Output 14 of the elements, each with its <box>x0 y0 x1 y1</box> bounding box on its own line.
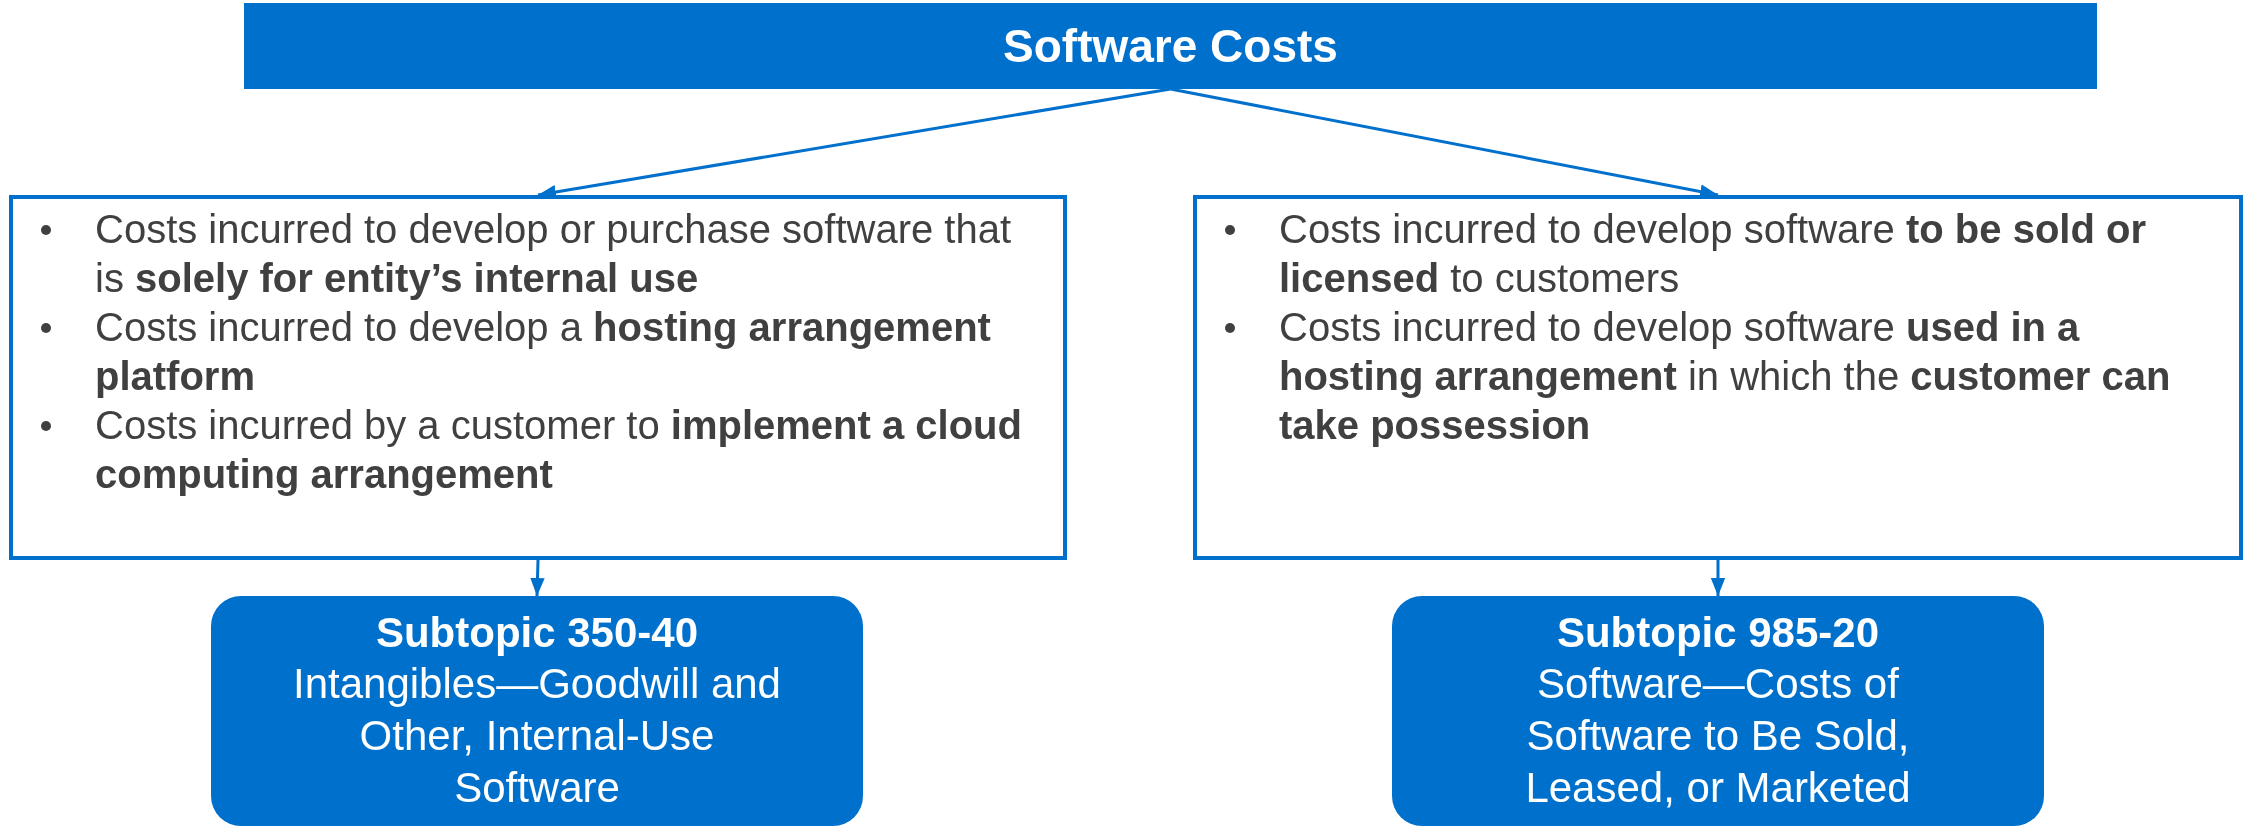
title-banner <box>244 3 2097 89</box>
subtopic-heading: Subtopic 350-40 <box>375 608 699 658</box>
bullet-item: Costs incurred by a customer to implement a cloud computing arrangement <box>95 403 1022 496</box>
bullet-list-box <box>9 195 1067 560</box>
bullet-list-box <box>1193 195 2243 560</box>
arrow <box>530 559 545 597</box>
bullet-item: Costs incurred to develop software used in a hosting arrangement in which the customer can take possession <box>1279 305 2171 447</box>
title-text: Software Costs <box>1003 19 1338 73</box>
subtopic-box <box>1392 596 2044 826</box>
subtopic-box <box>211 596 863 826</box>
subtopic-description: Software—Costs of Software to Be Sold, Leased, or Marketed <box>1524 659 1912 813</box>
subtopic-description: Intangibles—Goodwill and Other, Internal-Use Software <box>292 659 782 813</box>
subtopic-heading: Subtopic 985-20 <box>1556 608 1880 658</box>
arrow <box>1710 560 1726 596</box>
